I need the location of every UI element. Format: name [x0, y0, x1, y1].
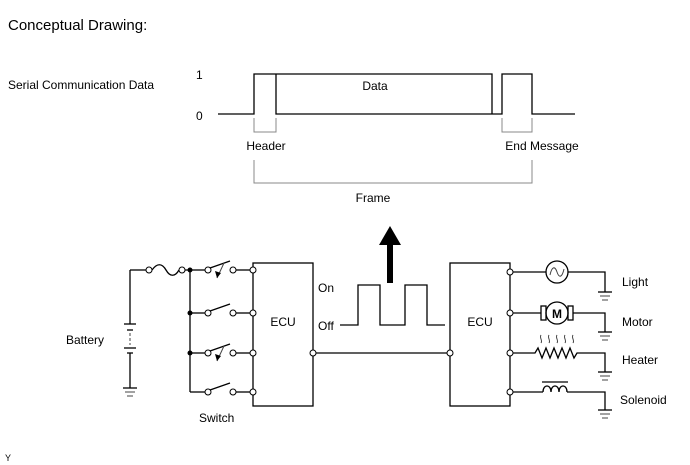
- up-arrow-icon: [379, 226, 401, 283]
- switch-bus: [185, 269, 191, 392]
- level-high-label: 1: [196, 68, 203, 82]
- output-light-label: Light: [622, 275, 649, 289]
- svg-text:M: M: [552, 307, 562, 321]
- fuse-terminal: [145, 266, 153, 274]
- header-label: Header: [246, 139, 285, 153]
- output-motor-label: Motor: [622, 315, 653, 329]
- end-message-bracket: [501, 118, 533, 133]
- corner-mark: Y: [5, 453, 11, 463]
- coil-icon: [542, 385, 568, 393]
- light-circuit: [513, 260, 612, 301]
- heater-circuit: [513, 334, 612, 381]
- solenoid-circuit: [513, 381, 612, 419]
- right-ecu-box: [449, 262, 511, 407]
- battery-icon: [124, 323, 136, 354]
- motor-circuit: M: [513, 301, 612, 341]
- switch-label: Switch: [199, 411, 234, 425]
- drawing-title: Conceptual Drawing:: [8, 17, 147, 34]
- output-heater-label: Heater: [622, 353, 658, 367]
- motor-icon: [545, 301, 569, 325]
- lamp-icon: [545, 260, 569, 284]
- output-solenoid-label: Solenoid: [620, 393, 667, 407]
- serial-waveform: [218, 73, 575, 115]
- serial-data-label: Serial Communication Data: [8, 78, 154, 92]
- signal-on-label: On: [318, 281, 334, 295]
- switch-group: [187, 260, 250, 396]
- battery-ground-icon: [123, 387, 137, 397]
- heat-waves-icon: [539, 334, 575, 344]
- right-ecu-label: ECU: [467, 315, 492, 329]
- level-low-label: 0: [196, 109, 203, 123]
- left-ecu-terminals: [249, 266, 317, 396]
- frame-label: Frame: [356, 191, 391, 205]
- data-segment-label: Data: [362, 79, 388, 93]
- signal-off-label: Off: [318, 319, 334, 333]
- left-ecu-box: [252, 262, 314, 407]
- header-bracket: [253, 118, 277, 133]
- left-ecu-label: ECU: [270, 315, 295, 329]
- end-message-label: End Message: [505, 139, 579, 153]
- fuse-terminal: [178, 266, 186, 274]
- battery-label: Battery: [66, 333, 104, 347]
- fuse-icon: [151, 264, 180, 276]
- frame-bracket: [253, 160, 533, 184]
- pulse-train: [340, 284, 445, 326]
